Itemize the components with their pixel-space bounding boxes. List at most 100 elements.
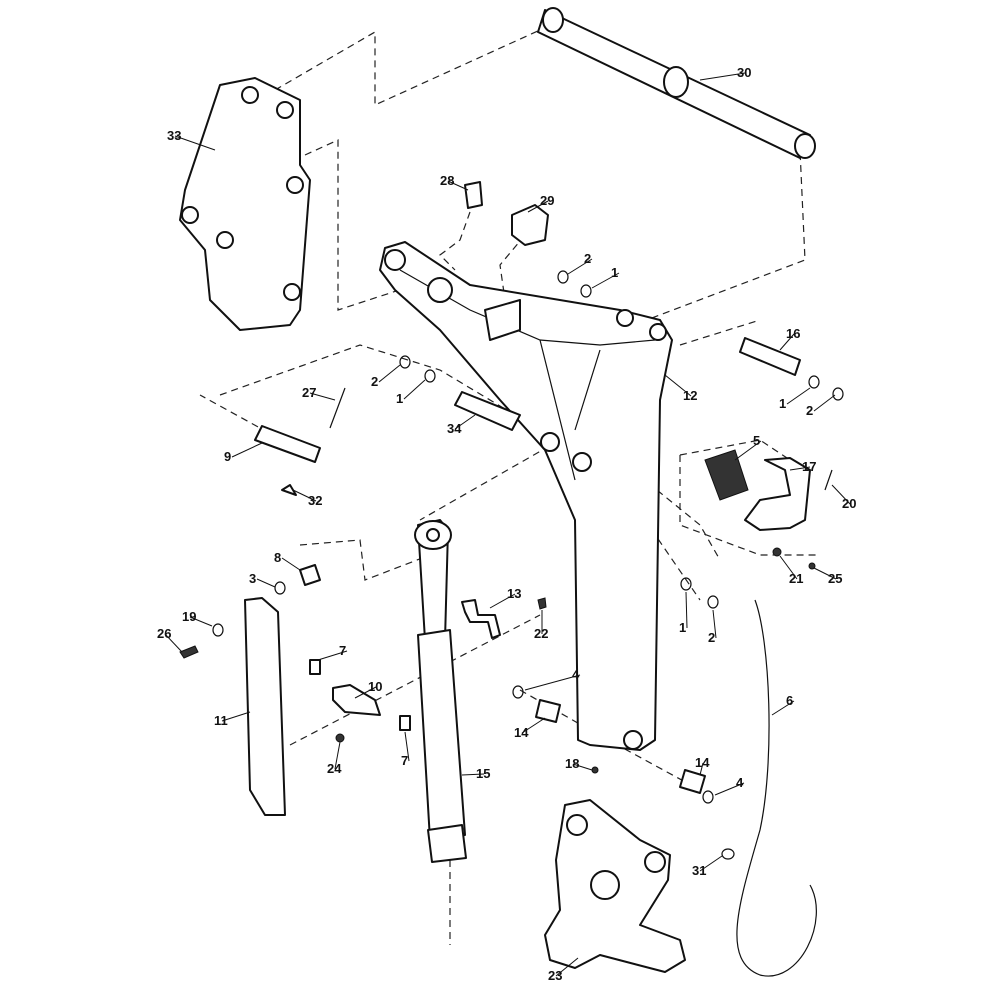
ring bbox=[702, 790, 714, 804]
part-22-bolt bbox=[537, 597, 547, 610]
callout-label: 34 bbox=[447, 421, 462, 436]
leader-line bbox=[454, 414, 476, 430]
leader-line bbox=[786, 387, 811, 405]
leader-line bbox=[292, 489, 317, 502]
callout-label: 6 bbox=[786, 693, 793, 708]
callout-label: 8 bbox=[274, 550, 281, 565]
leader-line bbox=[489, 593, 516, 609]
part-16-pin bbox=[739, 337, 801, 376]
part-8-bushing bbox=[299, 564, 321, 586]
ring bbox=[212, 623, 224, 637]
callout-label: 1 bbox=[396, 391, 403, 406]
leader-line bbox=[567, 258, 593, 275]
part-7-block-b bbox=[399, 715, 411, 731]
leader-line bbox=[521, 717, 546, 734]
leader-line bbox=[771, 700, 795, 716]
ring bbox=[557, 270, 569, 284]
callout-label: 5 bbox=[753, 433, 760, 448]
part-12-boom bbox=[379, 241, 673, 751]
leader-line bbox=[813, 567, 837, 580]
part-15-cylinder bbox=[414, 519, 467, 863]
leader-line bbox=[527, 200, 549, 213]
part-26-bolt bbox=[179, 645, 199, 659]
part-11-plate bbox=[244, 597, 286, 816]
callout-label: 30 bbox=[737, 65, 751, 80]
part-17-bracket bbox=[744, 457, 811, 531]
leader-line bbox=[461, 773, 485, 776]
leader-line bbox=[221, 711, 251, 722]
rings bbox=[212, 270, 844, 804]
callout-label: 16 bbox=[786, 326, 800, 341]
part-30-pin bbox=[537, 7, 816, 159]
callout-label: 11 bbox=[214, 713, 228, 728]
callout-label: 12 bbox=[683, 388, 697, 403]
callout-label: 22 bbox=[534, 626, 548, 641]
part-9-pin bbox=[254, 425, 321, 463]
callout-label: 24 bbox=[327, 761, 342, 776]
leader-line bbox=[378, 364, 401, 383]
leader-line bbox=[403, 379, 426, 400]
ring bbox=[707, 595, 719, 609]
leader-line bbox=[664, 374, 692, 397]
part-23-swing-bracket bbox=[544, 799, 686, 973]
callout-label: 28 bbox=[440, 173, 454, 188]
part-27-bolt bbox=[329, 387, 346, 429]
leader-line bbox=[779, 555, 798, 580]
callout-label: 26 bbox=[157, 626, 171, 641]
ring bbox=[832, 387, 844, 401]
leader-line bbox=[699, 762, 704, 776]
callout-label: 13 bbox=[507, 586, 521, 601]
leader-line bbox=[572, 763, 593, 771]
leader-line bbox=[555, 957, 579, 977]
ring bbox=[399, 355, 411, 369]
leader-line bbox=[699, 72, 746, 81]
callout-label: 3 bbox=[249, 571, 256, 586]
part-10-bracket bbox=[332, 684, 381, 716]
part-18-fitting bbox=[591, 766, 599, 774]
callout-label: 14 bbox=[695, 755, 710, 770]
part-24-nut bbox=[335, 733, 345, 743]
part-7-block bbox=[309, 659, 321, 675]
leader-line bbox=[714, 782, 745, 796]
ring bbox=[424, 369, 436, 383]
leader-line bbox=[699, 855, 723, 872]
leader-line bbox=[712, 609, 717, 639]
callout-label: 31 bbox=[692, 863, 706, 878]
leader-lines bbox=[164, 72, 851, 977]
callout-label: 33 bbox=[167, 128, 181, 143]
leader-line bbox=[281, 557, 301, 571]
callout-label: 20 bbox=[842, 496, 856, 511]
callout-label: 32 bbox=[308, 493, 322, 508]
leader-line bbox=[447, 180, 469, 191]
callout-label: 27 bbox=[302, 385, 316, 400]
callout-label: 25 bbox=[828, 571, 842, 586]
callout-label: 17 bbox=[802, 459, 816, 474]
callout-label: 2 bbox=[806, 403, 813, 418]
leader-line bbox=[174, 135, 216, 151]
leader-line bbox=[813, 394, 836, 412]
callout-label: 4 bbox=[736, 775, 744, 790]
part-20-pin bbox=[824, 469, 833, 491]
callout-label: 1 bbox=[679, 620, 686, 635]
part-33-link-bracket bbox=[179, 77, 311, 331]
leader-line bbox=[317, 650, 348, 661]
leader-line bbox=[685, 591, 688, 629]
leader-line bbox=[309, 392, 336, 401]
part-13-bracket bbox=[461, 599, 501, 639]
leader-line bbox=[334, 741, 341, 770]
part-34-pin bbox=[454, 391, 521, 431]
part-5-block bbox=[704, 449, 749, 501]
callout-label: 18 bbox=[565, 756, 579, 771]
callout-label: 7 bbox=[339, 643, 346, 658]
leader-line bbox=[831, 484, 851, 505]
callout-label: 1 bbox=[611, 265, 618, 280]
callout-label: 2 bbox=[371, 374, 378, 389]
callout-label: 2 bbox=[584, 251, 591, 266]
leader-line bbox=[404, 731, 410, 762]
leader-line bbox=[256, 578, 276, 588]
callout-label: 14 bbox=[514, 725, 529, 740]
leader-line bbox=[734, 440, 762, 461]
